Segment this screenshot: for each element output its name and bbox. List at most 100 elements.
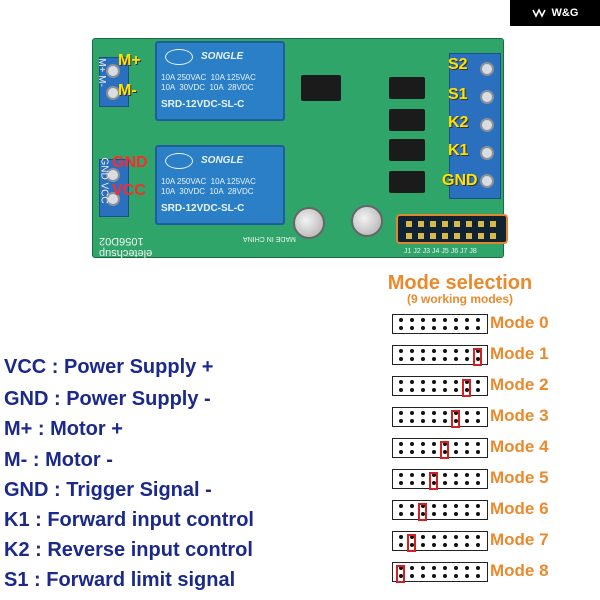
header-pin-dot [454,566,458,570]
motor-terminal-silk: M+ M- [95,58,107,87]
legend-line: M- : Motor - [4,449,113,471]
optocoupler [389,109,425,131]
header-pin-dot [399,450,403,454]
header-pin-dot [465,411,469,415]
header-pin-dot [432,419,436,423]
jumper-cap [451,410,460,428]
header-pin-dot [454,450,458,454]
header-pin-dot [421,388,425,392]
mode-title: Mode selection [387,272,533,294]
label-s1: S1 [448,86,468,103]
header-pin-dot [454,504,458,508]
header-pin-dot [476,388,480,392]
header-pin-dot [465,357,469,361]
header-pin [454,233,460,239]
header-pin-dot [432,535,436,539]
header-pin-dot [454,357,458,361]
header-pin-dot [476,380,480,384]
header-pin-dot [421,411,425,415]
jumper-cap [396,565,405,583]
header-pin-dot [476,543,480,547]
header-pin-dot [476,411,480,415]
optocoupler [389,77,425,99]
legend-line: K1 : Forward input control [4,509,254,531]
header-pin-dot [399,357,403,361]
label-gnd-trigger: GND [442,172,478,189]
header-pin-dot [421,442,425,446]
mode-label: Mode 8 [490,561,549,580]
header-pin-dot [410,504,414,508]
header-pin-dot [399,481,403,485]
header-pin-dot [432,380,436,384]
header-pin-dot [454,535,458,539]
header-pin-dot [443,326,447,330]
header-pin-dot [465,574,469,578]
header-pin-dot [476,473,480,477]
header-pin-dot [421,543,425,547]
brand-badge: W&G [510,0,600,26]
header-pin-dot [410,326,414,330]
jumper-cap [418,503,427,521]
header-pin-dot [421,349,425,353]
wifi-bars-icon [531,8,546,18]
header-pin-dot [399,419,403,423]
header-pin-dot [410,543,414,547]
relay-brand: SONGLE [201,155,244,166]
header-pin [466,233,472,239]
header-pin [430,221,436,227]
mode-subtitle: (9 working modes) [406,292,513,306]
header-pin-dot [443,543,447,547]
ic-chip [301,75,341,101]
header-pin-dot [454,388,458,392]
header-pin-dot [421,318,425,322]
header-pin-dot [476,349,480,353]
header-pin-dot [476,326,480,330]
header-pin-dot [443,504,447,508]
legend-line: K2 : Reverse input control [4,539,253,561]
header-pin-dot [410,349,414,353]
mode-label: Mode 6 [490,499,549,518]
made-in-silk: MADE IN CHINA [243,235,296,242]
header-pin-dot [443,388,447,392]
header-pin-dot [421,380,425,384]
header-pin-dot [399,512,403,516]
header-pin-dot [399,504,403,508]
header-pin-dot [432,512,436,516]
mode-jumper-diagram [392,438,488,459]
header-pin-dot [454,349,458,353]
header-pin-dot [476,442,480,446]
header-pin-dot [410,388,414,392]
header-pin-dot [421,574,425,578]
header-pin-dot [410,566,414,570]
relay-brand: SONGLE [201,51,244,62]
legend-line: GND : Power Supply - [4,388,211,410]
header-pin-dot [465,326,469,330]
header-pin-dot [410,512,414,516]
relay-model: SRD-12VDC-SL-C [161,99,245,110]
header-pin-dot [399,442,403,446]
label-k2: K2 [448,114,469,131]
header-pin-dot [421,512,425,516]
header-pin-dot [443,442,447,446]
header-pin-dot [465,450,469,454]
label-k1: K1 [448,142,469,159]
jumper-cap [440,441,449,459]
header-pin-dot [454,442,458,446]
header-pin-dot [465,318,469,322]
header-pin-dot [421,481,425,485]
header-pin-dot [410,574,414,578]
mode-label: Mode 7 [490,530,549,549]
header-pin-dot [454,543,458,547]
header-pin-dot [476,481,480,485]
header-pin-dot [410,380,414,384]
header-pin-dot [454,481,458,485]
header-pin-dot [454,380,458,384]
header-pin-dot [399,411,403,415]
header-pin-dot [399,318,403,322]
header-pin-dot [432,411,436,415]
header-pin-dot [465,512,469,516]
header-pin-dot [443,349,447,353]
capacitor [351,205,383,237]
header-pin-dot [465,473,469,477]
header-pin-dot [421,566,425,570]
